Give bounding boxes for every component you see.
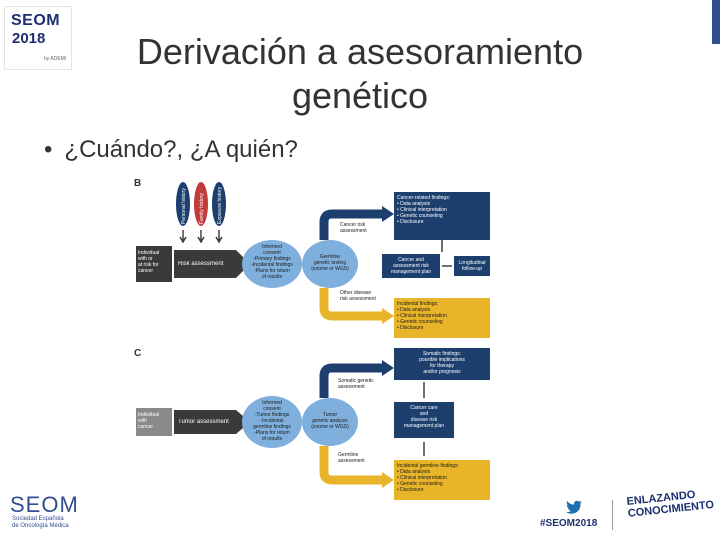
- cancer-risk-text: Cancer risk assessment: [340, 222, 367, 234]
- elbow-arrow-cancer-risk: [319, 209, 384, 240]
- history-label-personal: Personal history: [181, 188, 187, 224]
- exposure-history-oval: [212, 182, 226, 226]
- bullet-item: • ¿Cuándo?, ¿A quién?: [44, 136, 298, 164]
- personal-history-oval: [176, 182, 190, 226]
- consent-text-b: Informed consent -Primary findings -Inci…: [251, 244, 293, 280]
- incidental-germline-box: [394, 460, 490, 500]
- arrowhead-cancer-risk-icon: [382, 206, 394, 222]
- consent-circle-b: [242, 240, 302, 288]
- germline-testing-text: Germline genetic testing (exome or WGS): [311, 254, 349, 272]
- tumor-analysis-text: Tumor genetic analysis (exome or WGS): [311, 412, 349, 430]
- bullet-text: ¿Cuándo?, ¿A quién?: [64, 136, 298, 163]
- arrowhead-germline-icon: [382, 472, 394, 488]
- footer-divider: [612, 500, 613, 530]
- flowchart-figure: B Personal history Family history Exposu…: [132, 176, 502, 508]
- slide-title-line-1: Derivación a asesoramiento: [136, 31, 584, 72]
- seom-2018-logo: [4, 6, 72, 70]
- elbow-arrow-somatic: [319, 363, 384, 398]
- incidental-germline-text: Incidental germline findings: • Data ana…: [397, 463, 459, 493]
- slogan-text: ENLAZANDO CONOCIMIENTO: [626, 488, 715, 520]
- tumor-assessment-text: Tumor assessment: [178, 419, 229, 425]
- elbow-arrow-other-risk: [319, 288, 384, 321]
- consent-circle-c: [242, 396, 302, 448]
- elbow-arrow-germline: [319, 446, 384, 485]
- risk-assessment-text: Risk assessment: [178, 261, 224, 267]
- slide-title: Derivación a asesoramiento genético: [100, 30, 620, 118]
- footer-seom-subtitle: Sociedad Española de Oncología Médica: [12, 516, 69, 529]
- bullet-dot-icon: •: [44, 136, 53, 163]
- logo-year-text: 2018: [12, 30, 46, 47]
- patient-box-c: [136, 408, 172, 436]
- arrow-down-3-icon: [215, 230, 223, 244]
- logo-small-text: by ADEMI: [44, 56, 67, 62]
- incidental-findings-box: [394, 298, 490, 338]
- cancer-findings-box: [394, 192, 490, 240]
- patient-text-c: Individual with cancer: [138, 412, 160, 430]
- patient-box-b: [136, 246, 172, 282]
- somatic-assessment-text: Somatic genetic assessment: [338, 378, 374, 390]
- arrowhead-other-risk-icon: [382, 308, 394, 324]
- family-history-oval: [194, 182, 208, 226]
- incidental-findings-text: Incidental findings: • Data analysis • C…: [397, 301, 447, 331]
- panel-c-label: C: [134, 348, 141, 359]
- twitter-icon: [566, 500, 582, 517]
- cancer-findings-text: Cancer-related findings: • Data analysis…: [397, 195, 451, 225]
- consent-text-c: Informed consent -Tumor findings -Incide…: [253, 400, 291, 442]
- somatic-findings-box: [394, 348, 490, 380]
- risk-plan-text: Cancer and assessment risk management pl…: [390, 257, 432, 275]
- arrow-down-1-icon: [179, 230, 187, 244]
- tumor-analysis-circle: [302, 398, 358, 446]
- patient-text-b: Individual with or at risk for cancer: [138, 250, 160, 274]
- care-plan-text: Cancer care and disease risk management …: [403, 405, 445, 429]
- risk-plan-box: [382, 254, 440, 278]
- somatic-findings-text: Somatic findings: possible implications …: [419, 351, 465, 375]
- flowchart-svg: B Personal history Family history Exposu…: [134, 178, 490, 500]
- slide-title-line-2: genético: [291, 75, 429, 116]
- germline-assessment-text: Germline assessment: [338, 452, 365, 464]
- risk-assessment-arrow: [174, 250, 250, 278]
- logo-seom-text: SEOM: [11, 12, 61, 29]
- footer-seom-logo: SEOM: [10, 492, 79, 517]
- history-label-exposure: Exposure history: [217, 186, 223, 224]
- tumor-assessment-arrow: [174, 410, 250, 434]
- care-plan-box: [394, 402, 454, 438]
- panel-b-label: B: [134, 178, 141, 189]
- other-risk-text: Other disease risk assessment: [340, 290, 376, 302]
- history-label-family: Family history: [199, 193, 205, 224]
- followup-text: Longitudinal follow-up: [458, 260, 486, 272]
- hashtag-text: #SEOM2018: [540, 518, 598, 529]
- followup-box: [454, 256, 490, 276]
- germline-testing-circle: [302, 240, 358, 288]
- corner-accent-bar: [712, 0, 720, 44]
- arrow-down-2-icon: [197, 230, 205, 244]
- arrowhead-somatic-icon: [382, 360, 394, 376]
